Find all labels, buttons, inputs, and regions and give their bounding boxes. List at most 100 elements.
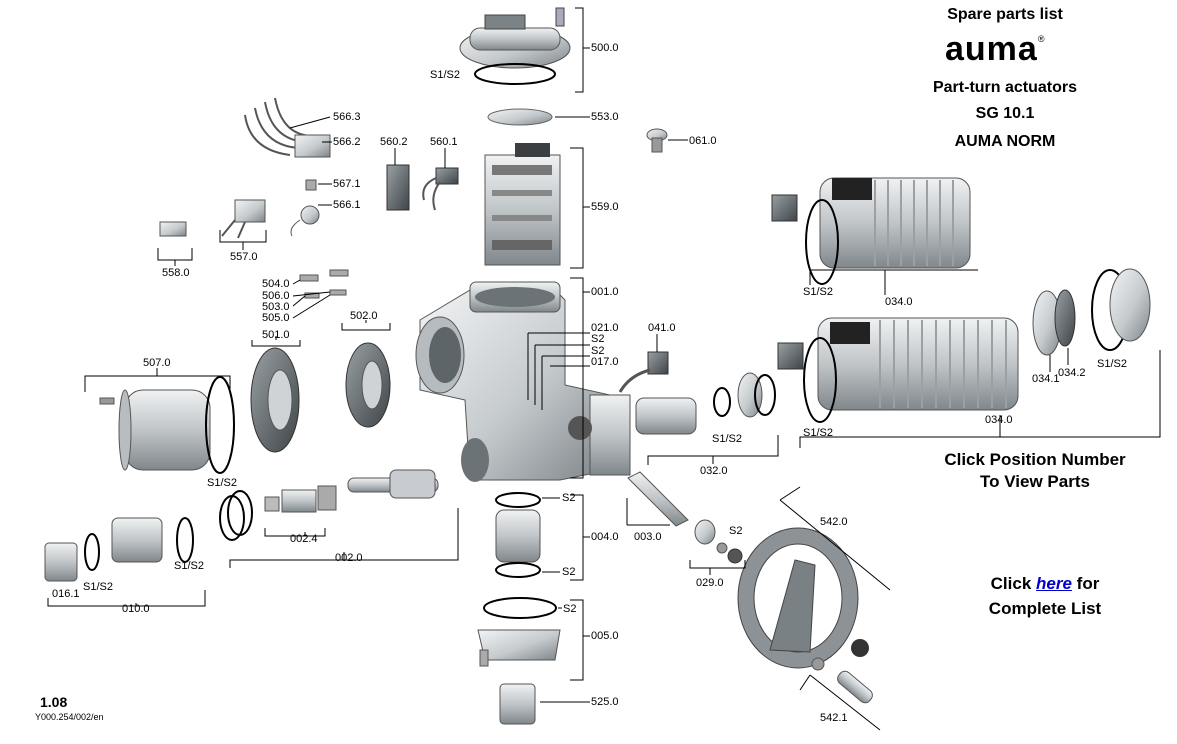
part-label-542-1[interactable]: 542.1 (820, 712, 848, 724)
part-label-542-0[interactable]: 542.0 (820, 516, 848, 528)
part-label-s1s2-032[interactable]: S1/S2 (712, 433, 742, 445)
disc-553-part[interactable] (487, 108, 553, 126)
model-variant: AUMA NORM (954, 133, 1056, 150)
part-label-s1s2-cover[interactable]: S1/S2 (207, 477, 237, 489)
screws-504-505-part[interactable] (299, 269, 349, 299)
part-label-032-0[interactable]: 032.0 (700, 465, 728, 477)
product-line: Part-turn actuators (932, 79, 1078, 96)
plug-560-1-part[interactable] (422, 167, 459, 211)
motor-034-lower-part[interactable] (777, 268, 1151, 423)
part-label-s1s2-top[interactable]: S1/S2 (430, 69, 460, 81)
part-label-567-1[interactable]: 567.1 (333, 178, 361, 190)
part-label-003-0[interactable]: 003.0 (634, 531, 662, 543)
part-label-s1s2-010b[interactable]: S1/S2 (83, 581, 113, 593)
part-label-005-0[interactable]: 005.0 (591, 630, 619, 642)
part-label-029-0[interactable]: 029.0 (696, 577, 724, 589)
part-label-504-0[interactable]: 504.0 (262, 278, 290, 290)
page-number: 1.08 (40, 694, 68, 710)
wiring-566-part[interactable] (244, 97, 331, 158)
part-label-566-2[interactable]: 566.2 (333, 136, 361, 148)
part-label-s1s2-motor2[interactable]: S1/S2 (1097, 358, 1127, 370)
gear-502-part[interactable] (345, 342, 391, 428)
cover-507-part[interactable] (99, 376, 235, 474)
part-label-525-0[interactable]: 525.0 (591, 696, 619, 708)
part-label-001-0[interactable]: 001.0 (591, 286, 619, 298)
worm-shaft-002-part[interactable] (219, 469, 439, 541)
part-label-034-0-lower[interactable]: 034.0 (985, 414, 1013, 426)
complete-list-suffix: for (1076, 574, 1100, 593)
complete-list-prefix: Click (990, 574, 1032, 593)
part-label-s2-004-bot[interactable]: S2 (562, 566, 576, 578)
part-label-503-0[interactable]: 503.0 (262, 301, 290, 313)
part-label-016-1[interactable]: 016.1 (52, 588, 80, 600)
complete-list-line2: Complete List (988, 599, 1102, 618)
part-label-500-0[interactable]: 500.0 (591, 42, 619, 54)
complete-list-link[interactable]: here (1036, 574, 1072, 593)
part-label-021-0[interactable]: 021.0 (591, 322, 619, 334)
auma-logo: auma® (945, 30, 1045, 69)
part-label-553-0[interactable]: 553.0 (591, 111, 619, 123)
model-name: SG 10.1 (920, 105, 1090, 123)
part-label-560-2[interactable]: 560.2 (380, 136, 408, 148)
header-title: Spare parts list (947, 6, 1063, 23)
part-label-501-0[interactable]: 501.0 (262, 329, 290, 341)
part-label-002-4[interactable]: 002.4 (290, 533, 318, 545)
part-label-004-0[interactable]: 004.0 (591, 531, 619, 543)
bearing-029-part[interactable] (694, 519, 743, 564)
plug-041-part[interactable] (618, 351, 669, 393)
coupling-525-part[interactable] (499, 683, 536, 725)
part-label-s1s2-010a[interactable]: S1/S2 (174, 560, 204, 572)
registered-mark: ® (1037, 34, 1046, 44)
part-label-507-0[interactable]: 507.0 (143, 357, 171, 369)
cover-500-part[interactable] (459, 7, 571, 85)
bushing-004-part[interactable] (495, 492, 541, 578)
part-label-505-0[interactable]: 505.0 (262, 312, 290, 324)
part-label-566-3[interactable]: 566.3 (333, 111, 361, 123)
housing-001-part[interactable] (415, 281, 631, 482)
part-label-502-0[interactable]: 502.0 (350, 310, 378, 322)
part-label-s2-004-top[interactable]: S2 (562, 492, 576, 504)
terminal-560-2-part[interactable] (386, 164, 410, 211)
coupling-010-part[interactable] (44, 517, 194, 582)
motor-034-upper-part[interactable] (771, 177, 971, 285)
instruction-line1: Click Position Number (944, 450, 1126, 469)
motor-shaft-032-part[interactable] (635, 372, 776, 435)
leader-lines (47, 7, 1161, 731)
base-005-part[interactable] (477, 597, 561, 667)
part-label-s2-a[interactable]: S2 (591, 333, 605, 345)
part-label-034-2[interactable]: 034.2 (1058, 367, 1086, 379)
part-label-017-0[interactable]: 017.0 (591, 356, 619, 368)
part-label-034-1[interactable]: 034.1 (1032, 373, 1060, 385)
shaft-003-part[interactable] (627, 471, 689, 527)
heater-557-part[interactable] (221, 199, 266, 239)
part-label-061-0[interactable]: 061.0 (689, 135, 717, 147)
model-number: 10.1 (1003, 105, 1035, 122)
complete-list-line1: Click here for (935, 574, 1155, 594)
instruction-line2: To View Parts (980, 472, 1090, 491)
part-label-010-0[interactable]: 010.0 (122, 603, 150, 615)
part-label-557-0[interactable]: 557.0 (230, 251, 258, 263)
part-label-034-0-upper[interactable]: 034.0 (885, 296, 913, 308)
part-label-506-0[interactable]: 506.0 (262, 290, 290, 302)
part-label-041-0[interactable]: 041.0 (648, 322, 676, 334)
control-unit-559-part[interactable] (484, 143, 561, 266)
part-label-566-1[interactable]: 566.1 (333, 199, 361, 211)
gear-501-part[interactable] (250, 347, 300, 453)
part-label-558-0[interactable]: 558.0 (162, 267, 190, 279)
part-label-002-0[interactable]: 002.0 (335, 552, 363, 564)
part-label-s2-029[interactable]: S2 (729, 525, 743, 537)
part-label-s1s2-motor2b[interactable]: S1/S2 (803, 427, 833, 439)
knob-061-part[interactable] (646, 128, 668, 153)
part-label-s2-b[interactable]: S2 (591, 345, 605, 357)
part-label-s2-005[interactable]: S2 (563, 603, 577, 615)
switch-558-part[interactable] (159, 221, 187, 237)
model-prefix: SG (975, 105, 999, 122)
part-label-559-0[interactable]: 559.0 (591, 201, 619, 213)
part-label-s1s2-motor1[interactable]: S1/S2 (803, 286, 833, 298)
handwheel-542-part[interactable] (737, 527, 875, 705)
part-label-560-1[interactable]: 560.1 (430, 136, 458, 148)
brand-name: auma (945, 30, 1038, 68)
potentiometer-566-1-part[interactable] (290, 179, 320, 237)
